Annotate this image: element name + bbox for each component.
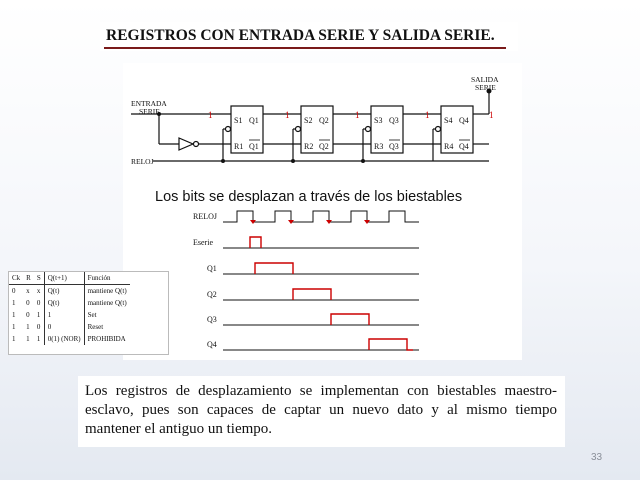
table-cell: 1 (33, 333, 45, 345)
table-cell: 1 (26, 335, 30, 343)
timing-label-eserie: Eserie (193, 238, 213, 247)
ff2-q: Q2 (319, 116, 329, 125)
caption: Los bits se desplazan a través de los bi… (155, 189, 463, 205)
ff3-q: Q3 (389, 116, 399, 125)
bit-mark: 1 (489, 110, 494, 120)
ff3-r: R3 (374, 142, 383, 151)
truth-table: Ck R S Q(t+1) Función 0 x x Q(t) mantien… (8, 271, 169, 355)
ff1-s: S1 (234, 116, 242, 125)
ff4-q: Q4 (459, 116, 469, 125)
timing-label-q4: Q4 (207, 340, 217, 349)
ff1-r: R1 (234, 142, 243, 151)
ff3-qn: Q3 (389, 142, 399, 151)
output-label-2: SERIE (475, 83, 496, 92)
table-cell: mantiene Q(t) (87, 287, 127, 295)
table-cell: mantiene Q(t) (87, 299, 127, 307)
output-label-1: SALIDA (471, 75, 499, 84)
clock-edge-arrow (364, 220, 370, 224)
table-cell: 0 (33, 321, 45, 333)
table-cell: x (33, 284, 45, 297)
table-row: 1 1 1 0(1) (NOR) PROHIBIDA (9, 333, 130, 345)
table-cell: 0 (26, 311, 30, 319)
table-cell: 0(1) (NOR) (44, 333, 85, 345)
table-cell: 1 (12, 299, 16, 307)
table-cell: 1 (12, 323, 16, 331)
table-cell: 1 (33, 309, 45, 321)
table-cell: Reset (87, 323, 104, 331)
note-text: Los registros de desplazamiento se imple… (85, 383, 557, 437)
table-cell: 1 (12, 335, 16, 343)
table-row: 0 x x Q(t) mantiene Q(t) (9, 284, 130, 297)
table-cell: 0 (26, 299, 30, 307)
table-cell: 0 (44, 321, 85, 333)
table-cell: x (26, 287, 30, 295)
title-underline (104, 47, 506, 49)
bit-mark: 1 (425, 110, 430, 120)
eserie-pulse (249, 236, 262, 248)
timing-label-q2: Q2 (207, 290, 217, 299)
table-cell: Set (87, 311, 97, 319)
shift-register-diagram: ENTRADA SERIE SALIDA SERIE RELOJ 1 1 1 1… (131, 75, 499, 351)
ff2-s: S2 (304, 116, 312, 125)
truth-table-header: R (23, 272, 34, 285)
table-cell: Q(t) (44, 297, 85, 309)
table-cell: PROHIBIDA (87, 335, 126, 343)
timing-label-q3: Q3 (207, 315, 217, 324)
truth-table-header: S (33, 272, 45, 285)
truth-table-header: Función (84, 272, 130, 285)
input-label-2: SERIE (139, 107, 160, 116)
ff2-r: R2 (304, 142, 313, 151)
table-cell: 0 (33, 297, 45, 309)
ff2-qn: Q2 (319, 142, 329, 151)
table-row: 1 0 1 1 Set (9, 309, 130, 321)
table-cell: 0 (12, 287, 16, 295)
clock-edge-arrow (288, 220, 294, 224)
ff4-s: S4 (444, 116, 452, 125)
truth-table-header: Q(t+1) (44, 272, 85, 285)
page-number: 33 (591, 452, 603, 463)
bit-mark: 1 (285, 110, 290, 120)
table-cell: 1 (26, 323, 30, 331)
clock-edge-arrow (326, 220, 332, 224)
timing-label-clock: RELOJ (193, 212, 217, 221)
table-row: 1 0 0 Q(t) mantiene Q(t) (9, 297, 130, 309)
slide-title: REGISTROS CON ENTRADA SERIE Y SALIDA SER… (106, 27, 495, 44)
clock-waveform (223, 210, 419, 223)
note-box: Los registros de desplazamiento se imple… (78, 376, 565, 447)
ff1-qn: Q1 (249, 142, 259, 151)
clock-label: RELOJ (131, 157, 154, 166)
diagram-panel: ENTRADA SERIE SALIDA SERIE RELOJ 1 1 1 1… (123, 63, 522, 360)
q3-pulse (330, 313, 370, 325)
bit-mark: 1 (208, 110, 213, 120)
bit-mark: 1 (355, 110, 360, 120)
truth-table-header: Ck (9, 272, 24, 285)
ff3-s: S3 (374, 116, 382, 125)
q4-pulse (368, 338, 413, 351)
timing-label-q1: Q1 (207, 264, 217, 273)
table-cell: Q(t) (44, 284, 85, 297)
clock-edge-arrow (250, 220, 256, 224)
ff1-q: Q1 (249, 116, 259, 125)
table-cell: 1 (44, 309, 85, 321)
table-cell: 1 (12, 311, 16, 319)
table-row: 1 1 0 0 Reset (9, 321, 130, 333)
title-box: REGISTROS CON ENTRADA SERIE Y SALIDA SER… (100, 22, 518, 51)
q2-pulse (292, 288, 332, 300)
input-label-1: ENTRADA (131, 99, 167, 108)
q1-pulse (254, 262, 294, 274)
ff4-qn: Q4 (459, 142, 469, 151)
ff4-r: R4 (444, 142, 453, 151)
